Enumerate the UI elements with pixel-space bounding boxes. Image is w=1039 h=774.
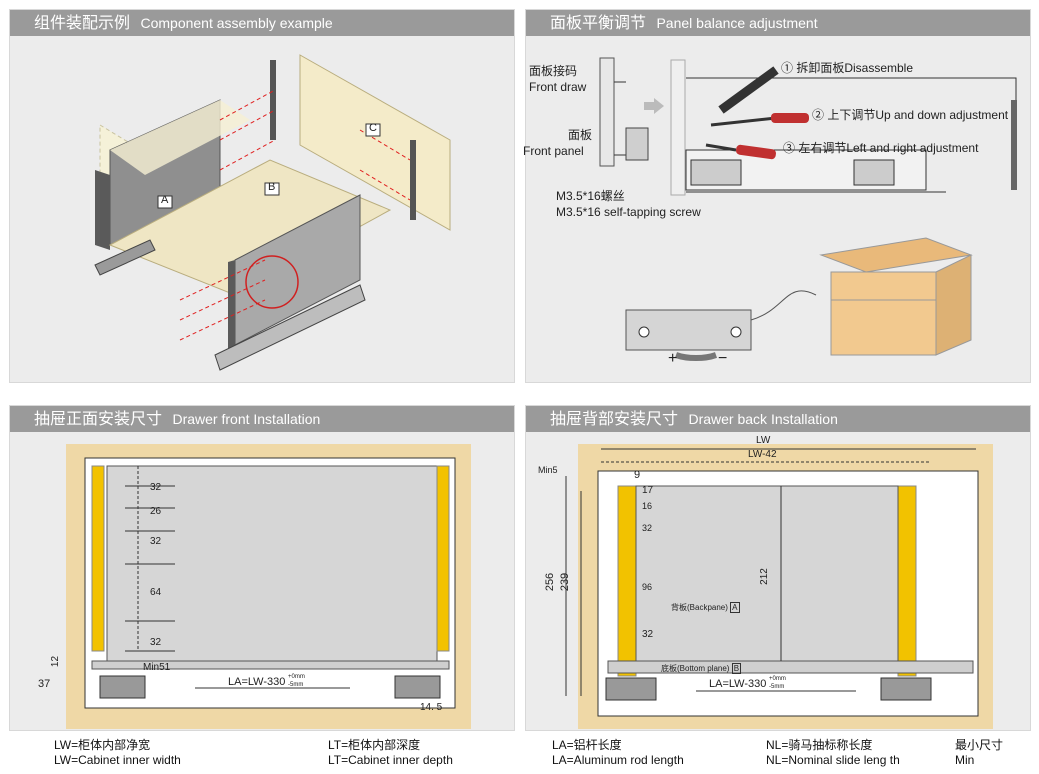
- dim-16: 16: [642, 501, 653, 511]
- back-la-tol-minus: -5mm: [769, 684, 785, 690]
- panel-assembly-title-cn: 组件装配示例: [34, 15, 131, 32]
- la-label: LA=LW-330: [228, 676, 286, 688]
- screw-en: M3.5*16 self-tapping screw: [556, 205, 701, 219]
- min51-label: Min51: [143, 662, 171, 673]
- bottom-text: 底板(Bottom plane): [661, 664, 730, 673]
- legend-la-cn: LA=铝杆长度: [552, 738, 622, 752]
- panel-balance-title-cn: 面板平衡调节: [550, 15, 647, 32]
- la-tol-minus: -5mm: [288, 682, 304, 688]
- back-install-drawing: [565, 444, 993, 729]
- legend-min: 最小尺寸 Min: [955, 738, 1003, 768]
- panel-front-install: 抽屉正面安装尺寸 Drawer front Installation 32 26…: [9, 405, 515, 731]
- panel-back-title-cn: 抽屉背部安装尺寸: [550, 411, 679, 428]
- panel-front-header: 抽屉正面安装尺寸 Drawer front Installation: [10, 406, 514, 432]
- back-la-tol-plus: +0mm: [769, 676, 786, 682]
- dim-12: 12: [50, 655, 62, 668]
- dim-5: 32: [150, 637, 162, 648]
- legend-lt: LT=柜体内部深度 LT=Cabinet inner depth: [328, 738, 453, 768]
- dim-96: 96: [642, 582, 653, 592]
- legend-la-en: LA=Aluminum rod length: [552, 753, 684, 767]
- panel-assembly-header: 组件装配示例 Component assembly example: [10, 10, 514, 36]
- panel-front-title-cn: 抽屉正面安装尺寸: [34, 411, 163, 428]
- legend-nl-en: NL=Nominal slide leng th: [766, 753, 900, 767]
- bottom-label: 底板(Bottom plane) B: [661, 663, 742, 674]
- legend-lw-en: LW=Cabinet inner width: [54, 753, 181, 767]
- dim-256: 256: [544, 572, 557, 592]
- label-c: C: [369, 122, 377, 134]
- panel-back-install: 抽屉背部安装尺寸 Drawer back Installation LW LW-…: [525, 405, 1031, 731]
- dim-min5: Min5: [538, 465, 558, 475]
- screw-cn: M3.5*16螺丝: [556, 189, 625, 203]
- backpane-label: 背板(Backpane) A: [671, 602, 740, 613]
- legend-min-cn: 最小尺寸: [955, 738, 1004, 752]
- legend-la: LA=铝杆长度 LA=Aluminum rod length: [552, 738, 684, 768]
- label-b: B: [268, 181, 276, 193]
- front-draw-cn: 面板接码: [529, 64, 578, 78]
- legend-nl: NL=骑马抽标称长度 NL=Nominal slide leng th: [766, 738, 900, 768]
- panel-balance-title-en: Panel balance adjustment: [656, 15, 818, 31]
- panel-front-title-en: Drawer front Installation: [172, 411, 321, 427]
- legend-lt-cn: LT=柜体内部深度: [328, 738, 421, 752]
- step1-label: ① 拆卸面板Disassemble: [781, 61, 914, 75]
- minus-sign: −: [718, 350, 728, 367]
- panel-back-header: 抽屉背部安装尺寸 Drawer back Installation: [526, 406, 1030, 432]
- dim-14-5: 14. 5: [420, 702, 443, 713]
- panel-assembly: 组件装配示例 Component assembly example: [9, 9, 515, 383]
- dim-4: 64: [150, 587, 162, 598]
- balance-illustration: [599, 57, 1017, 362]
- dim-lw: LW: [756, 435, 771, 446]
- dim-32b: 32: [642, 629, 654, 640]
- back-la-label: LA=LW-330: [709, 678, 767, 690]
- dim-239: 239: [559, 572, 572, 592]
- dim-lw42: LW-42: [748, 449, 777, 460]
- dim-1: 32: [150, 482, 162, 493]
- legend-lw: LW=柜体内部净宽 LW=Cabinet inner width: [54, 738, 181, 768]
- step3-label: ③ 左右调节Left and right adjustment: [783, 141, 979, 155]
- dim-32a: 32: [642, 523, 653, 533]
- legend-lt-en: LT=Cabinet inner depth: [328, 753, 453, 767]
- step2-label: ② 上下调节Up and down adjustment: [812, 108, 1009, 122]
- bottom-tag: B: [731, 663, 742, 674]
- dim-9: 9: [634, 469, 641, 481]
- dim-3: 32: [150, 536, 162, 547]
- panel-balance: 面板平衡调节 Panel balance adjustment: [523, 9, 1031, 383]
- front-install-drawing: [66, 444, 471, 729]
- label-a: A: [161, 194, 169, 206]
- plus-sign: +: [668, 350, 678, 367]
- front-panel-cn: 面板: [568, 128, 593, 142]
- dim-212: 212: [758, 568, 770, 585]
- dim-17: 17: [642, 485, 654, 496]
- backpane-tag: A: [730, 602, 740, 613]
- panel-balance-header: 面板平衡调节 Panel balance adjustment: [526, 10, 1030, 36]
- dim-2: 26: [150, 506, 162, 517]
- front-panel-en: Front panel: [523, 144, 584, 158]
- legend-min-en: Min: [955, 753, 975, 767]
- front-draw-en: Front draw: [529, 80, 587, 94]
- assembly-illustration: [94, 54, 451, 371]
- dim-37: 37: [38, 678, 51, 690]
- panel-back-title-en: Drawer back Installation: [688, 411, 838, 427]
- panel-assembly-title-en: Component assembly example: [140, 15, 333, 31]
- backpane-text: 背板(Backpane): [671, 603, 728, 612]
- legend-nl-cn: NL=骑马抽标称长度: [766, 738, 873, 752]
- la-tol-plus: +0mm: [288, 674, 305, 680]
- legend-lw-cn: LW=柜体内部净宽: [54, 738, 151, 752]
